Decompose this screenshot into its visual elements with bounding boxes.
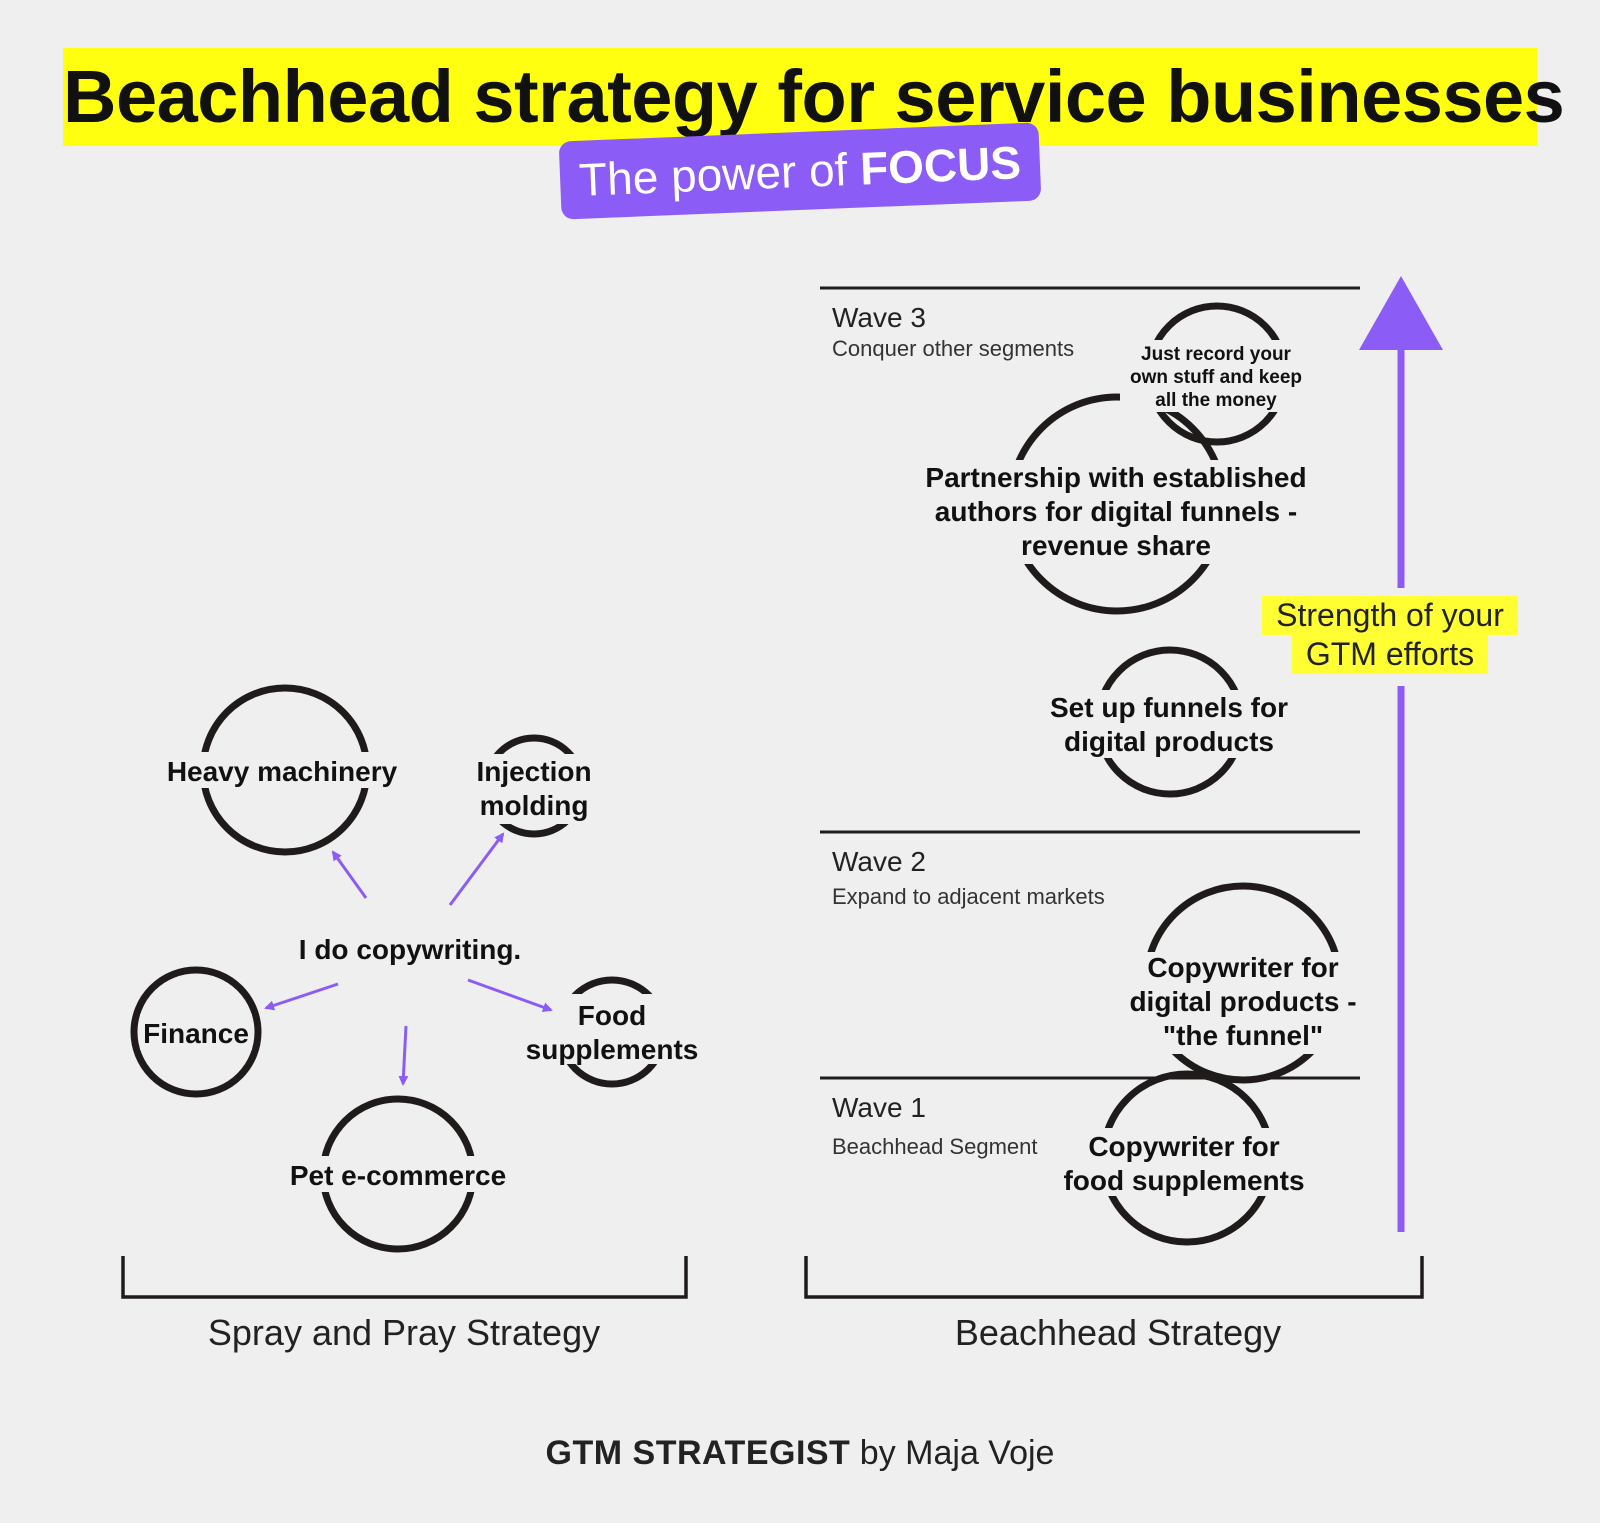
segment-just-record: Just record your own stuff and keep all … — [1129, 343, 1303, 411]
footer-credit: GTM STRATEGIST by Maja Voje — [546, 1434, 1055, 1473]
segment-partnership: Partnership with established authors for… — [925, 461, 1307, 562]
spray-strategy-label: Spray and Pray Strategy — [207, 1312, 601, 1353]
arrow-to-food-supplements — [467, 978, 553, 1012]
strength-arrow — [1359, 276, 1443, 1232]
arrow-to-heavy-machinery — [331, 850, 368, 899]
segment-set-up-funnels: Set up funnels for digital products — [1050, 691, 1288, 757]
wave-3-title: Wave 3 — [832, 302, 926, 333]
segment-finance: Finance — [143, 1017, 249, 1049]
beachhead-bracket — [804, 1256, 1424, 1299]
beachhead-strategy-label: Beachhead Strategy — [954, 1312, 1282, 1353]
wave-3-subtitle: Conquer other segments — [832, 336, 1075, 361]
wave-1-subtitle: Beachhead Segment — [832, 1134, 1038, 1159]
footer-byline: by Maja Voje — [859, 1434, 1055, 1472]
arrow-to-finance — [264, 982, 339, 1011]
spray-bracket — [121, 1256, 688, 1299]
circle-finance — [130, 966, 262, 1098]
wave-1-title: Wave 1 — [832, 1092, 926, 1123]
wave-2-title: Wave 2 — [832, 846, 926, 877]
arrow-to-injection-molding — [448, 832, 505, 906]
segment-copywriter-digital: Copywriter for digital products - "the f… — [1129, 951, 1357, 1052]
footer-brand: GTM STRATEGIST — [545, 1434, 851, 1472]
strength-axis-label: Strength of your GTM efforts — [1250, 596, 1530, 675]
wave-2-subtitle: Expand to adjacent markets — [832, 884, 1105, 909]
arrow-to-pet-ecommerce — [398, 1025, 409, 1086]
segment-heavy-machinery: Heavy machinery — [166, 755, 398, 787]
segment-injection-molding: Injection molding — [476, 755, 592, 821]
segment-copywriter-food: Copywriter for food supplements — [1063, 1130, 1305, 1196]
segment-food-supplements: Food supplements — [525, 999, 699, 1065]
segment-pet-ecommerce: Pet e-commerce — [289, 1159, 507, 1191]
spray-center-label: I do copywriting. — [298, 933, 522, 965]
page-title: Beachhead strategy for service businesse… — [63, 55, 1565, 138]
title-highlight — [63, 48, 1537, 146]
